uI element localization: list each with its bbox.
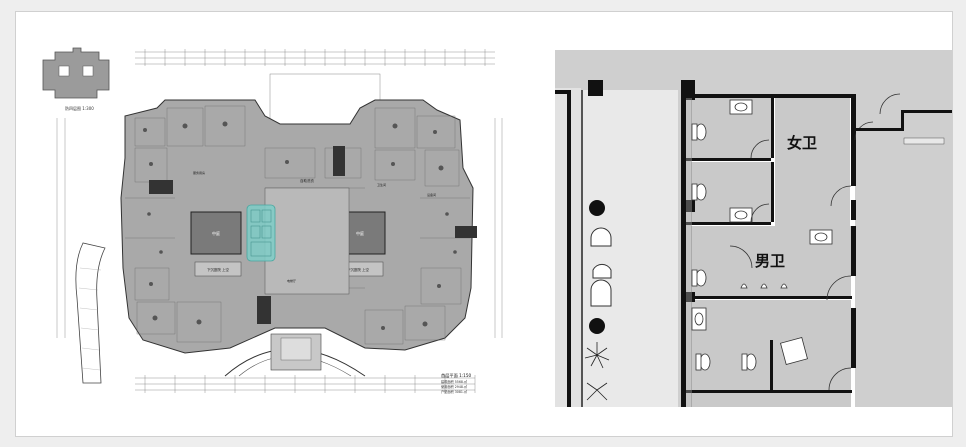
toilet-tank [691, 123, 698, 141]
side-label-0: 服务用房 [193, 170, 205, 175]
accessible-fixture [780, 337, 808, 365]
men-restroom-label: 男卫 [755, 252, 785, 270]
planter [589, 318, 605, 334]
key-plan [42, 47, 110, 99]
area-line-2: 户型面积 3081.㎡ [441, 389, 468, 394]
women-restroom-label: 女卫 [787, 134, 817, 152]
interior-walls [125, 105, 470, 345]
court-right-label: 中庭 [356, 230, 364, 236]
toilet [695, 183, 707, 201]
left-wall [567, 90, 571, 407]
urinals [740, 283, 788, 289]
area-line-1: 使用面积 2948.㎡ [441, 384, 468, 389]
area-line-0: 建筑面积 5568.㎡ [441, 379, 468, 384]
dimension-ticks [144, 49, 486, 393]
column [588, 80, 603, 96]
seat [592, 263, 612, 279]
central-hall [264, 187, 350, 295]
court-left-label: 中庭 [212, 230, 220, 236]
stair-block [333, 146, 345, 176]
sink [809, 229, 833, 245]
stair-block [455, 226, 477, 238]
side-label-2: 设备间 [427, 192, 436, 197]
dimension-lines [56, 51, 503, 391]
stair-block [257, 296, 271, 324]
side-label-3: 电梯厅 [287, 278, 296, 283]
floor-plan-panel: 防四层图 1:300 [25, 38, 505, 406]
toilet [695, 269, 707, 287]
key-plan-caption: 防四层图 1:300 [65, 105, 94, 111]
center-zone-label: 自助洗衣 [300, 178, 314, 183]
curved-ramp [75, 242, 106, 384]
toilet [745, 353, 757, 371]
sink [691, 307, 707, 331]
planter [589, 200, 605, 216]
sink [729, 99, 753, 115]
court-left-caption: 下沉庭院 上空 [207, 267, 230, 272]
seat [590, 227, 612, 247]
stair-block [149, 180, 173, 194]
door-swings [729, 93, 901, 391]
toilet-detail-panel: 女卫 男卫 [555, 50, 952, 407]
sink [729, 207, 753, 223]
toilet [695, 123, 707, 141]
court-right-caption: 下沉庭院 上空 [347, 267, 370, 272]
plan-title: 首层平面 1:150 [441, 372, 471, 379]
furniture-texture [143, 121, 457, 330]
highlighted-zone[interactable] [246, 204, 276, 262]
plant [584, 342, 610, 369]
toilet [699, 353, 711, 371]
sunken-court-left [190, 211, 242, 255]
seat [590, 279, 612, 307]
side-label-1: 卫生间 [377, 182, 386, 187]
